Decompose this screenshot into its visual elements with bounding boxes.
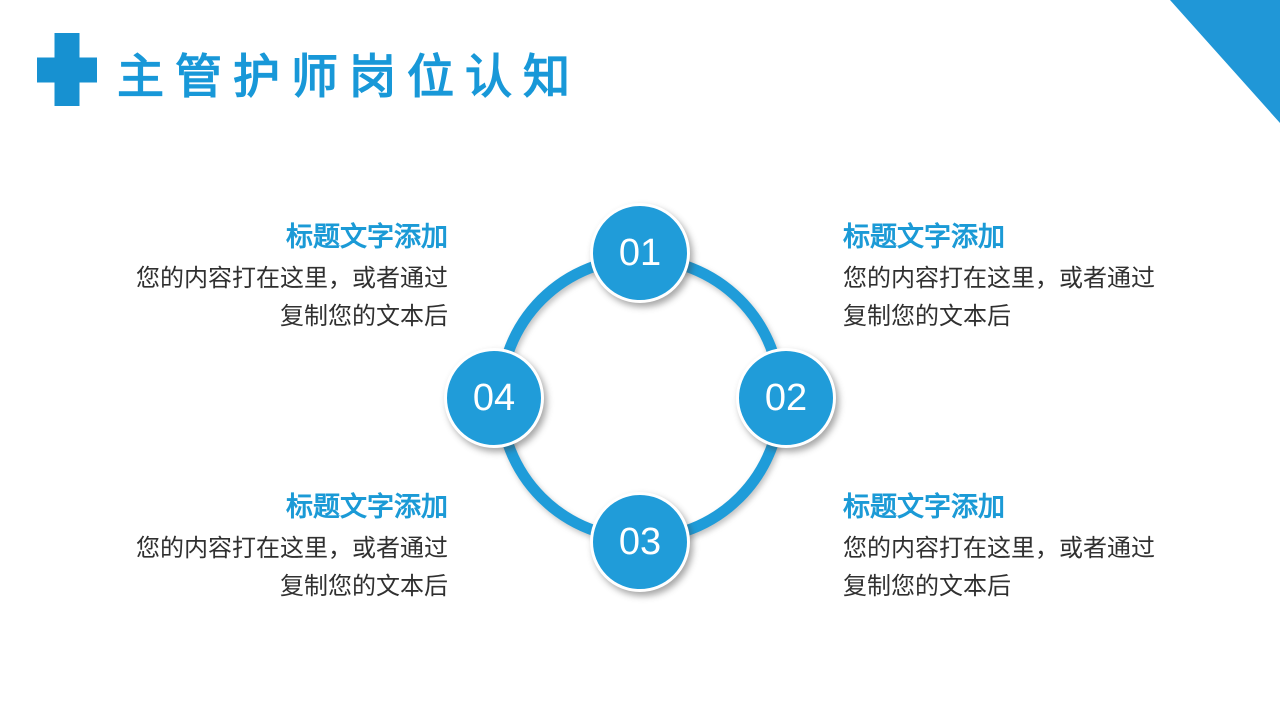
block-title: 标题文字添加 (843, 492, 1005, 522)
diagram-node-04: 04 (444, 348, 544, 448)
text-block-top-right: 标题文字添加 您的内容打在这里，或者通过 复制您的文本后 (843, 221, 1175, 336)
text-block-bottom-left: 标题文字添加 您的内容打在这里，或者通过 复制您的文本后 (116, 491, 448, 606)
diagram-node-01: 01 (590, 203, 690, 303)
cross-horizontal-bar (37, 57, 97, 82)
block-body-line: 您的内容打在这里，或者通过 (136, 265, 448, 292)
medical-cross-icon (37, 33, 97, 106)
block-body: 您的内容打在这里，或者通过 复制您的文本后 (843, 530, 1175, 606)
slide-header: 主管护师岗位认知 (0, 0, 1280, 140)
block-title: 标题文字添加 (843, 222, 1005, 252)
block-body-line: 复制您的文本后 (280, 573, 448, 600)
text-block-top-left: 标题文字添加 您的内容打在这里，或者通过 复制您的文本后 (116, 221, 448, 336)
diagram-node-03: 03 (590, 492, 690, 592)
block-body-line: 复制您的文本后 (280, 303, 448, 330)
block-body: 您的内容打在这里，或者通过 复制您的文本后 (116, 530, 448, 606)
block-body-line: 复制您的文本后 (843, 303, 1011, 330)
block-body-line: 您的内容打在这里，或者通过 (843, 535, 1155, 562)
block-body: 您的内容打在这里，或者通过 复制您的文本后 (116, 260, 448, 336)
block-body-line: 您的内容打在这里，或者通过 (136, 535, 448, 562)
page-title: 主管护师岗位认知 (117, 50, 581, 103)
node-number: 03 (618, 520, 662, 563)
block-body-line: 复制您的文本后 (843, 573, 1011, 600)
block-title: 标题文字添加 (286, 492, 448, 522)
diagram-node-02: 02 (736, 348, 836, 448)
node-number: 02 (764, 376, 808, 419)
block-title: 标题文字添加 (286, 222, 448, 252)
block-body: 您的内容打在这里，或者通过 复制您的文本后 (843, 260, 1175, 336)
text-block-bottom-right: 标题文字添加 您的内容打在这里，或者通过 复制您的文本后 (843, 491, 1175, 606)
node-number: 04 (472, 376, 516, 419)
node-number: 01 (618, 231, 662, 274)
block-body-line: 您的内容打在这里，或者通过 (843, 265, 1155, 292)
